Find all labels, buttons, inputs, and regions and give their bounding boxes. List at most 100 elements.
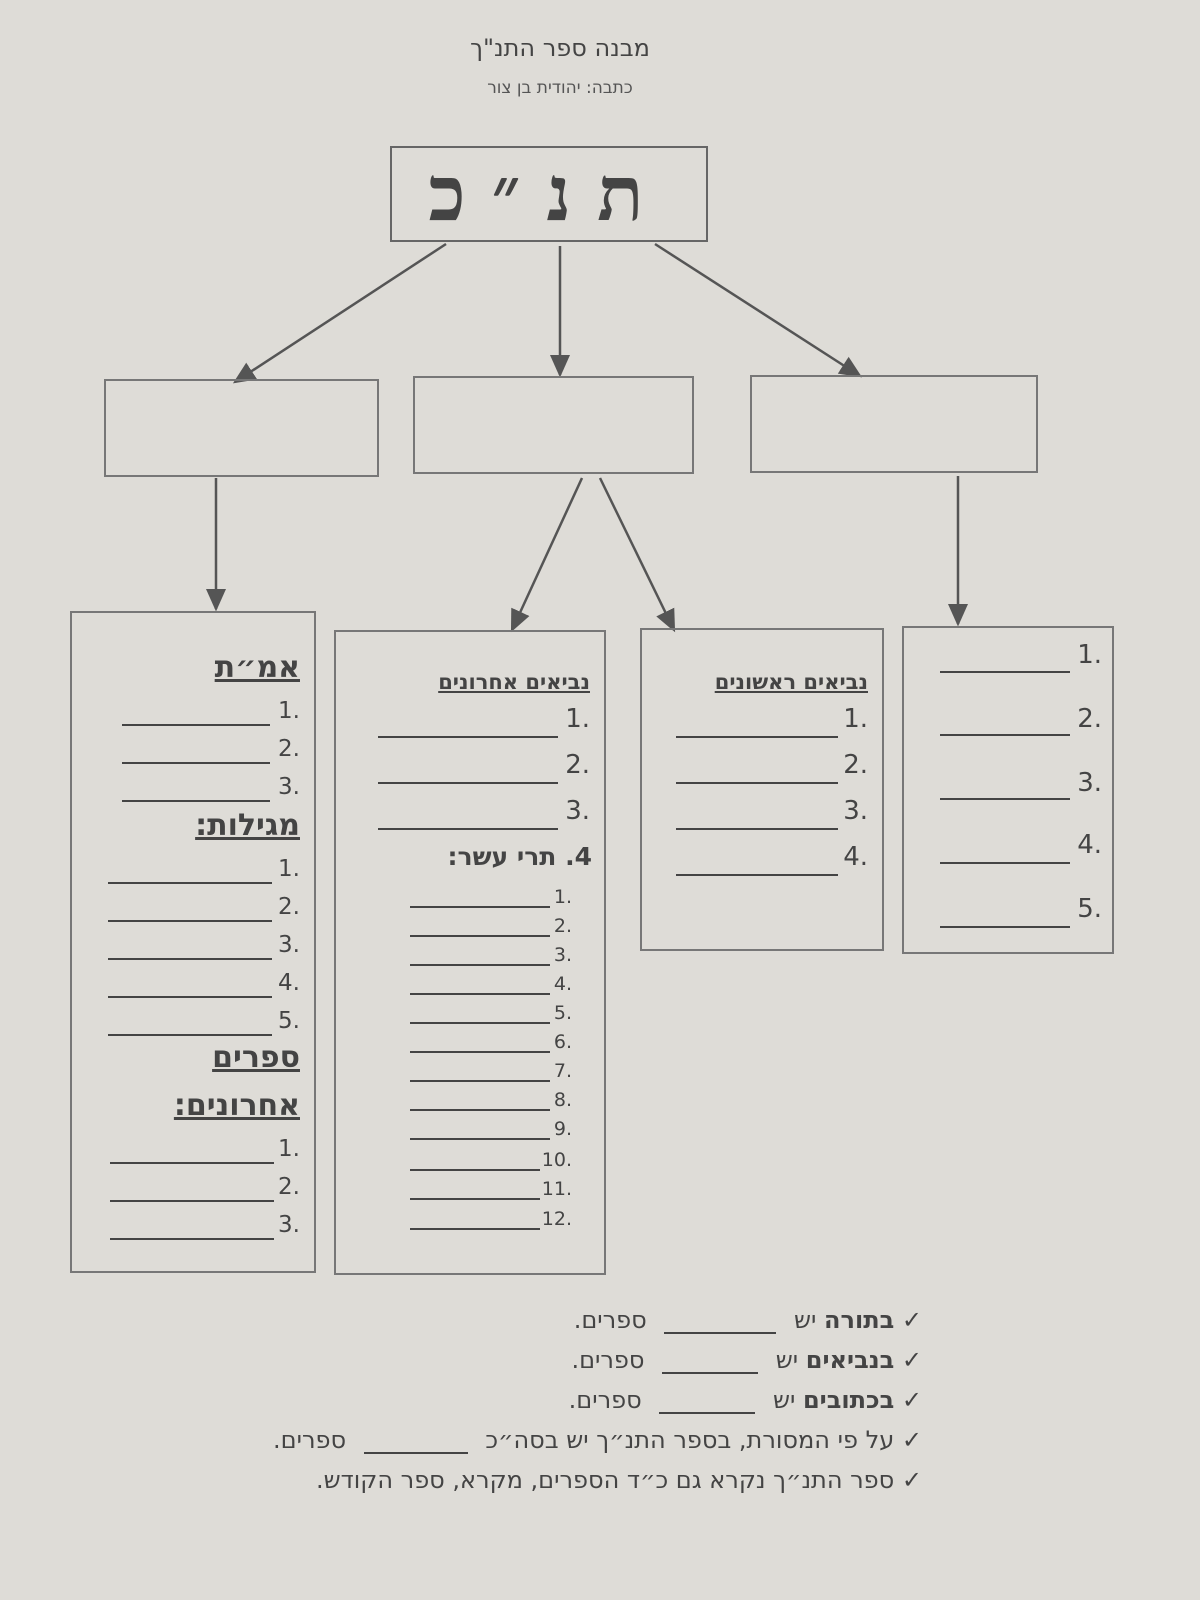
trei-asar-num-1: 1. xyxy=(553,886,572,908)
torah-num-5: 5. xyxy=(1077,894,1102,924)
trei-asar-blank-1 xyxy=(410,906,550,908)
trei-asar-blank-6 xyxy=(410,1051,550,1053)
megilot-num-1: 1. xyxy=(278,856,300,882)
category-box-neviim xyxy=(413,376,694,474)
statement-total: ✓ על פי המסורת, בספר התנ״ך יש בסה״כ ספרי… xyxy=(273,1426,922,1454)
rishonim-num-1: 1. xyxy=(843,704,868,734)
page-title: מבנה ספר התנ"ך xyxy=(470,34,650,62)
trei-asar-num-10: 10. xyxy=(541,1149,572,1171)
answer-blank xyxy=(662,1350,759,1374)
author-line: כתבה: יהודית בן צור xyxy=(487,78,633,98)
trei-asar-blank-11 xyxy=(410,1198,540,1200)
trei-asar-blank-3 xyxy=(410,964,550,966)
statement-ketuvim: ✓ בכתובים יש ספרים. xyxy=(568,1386,922,1414)
acharonim-blank-3 xyxy=(378,828,558,830)
rishonim-num-4: 4. xyxy=(843,842,868,872)
megilot-blank-3 xyxy=(108,958,272,960)
rishonim-heading: נביאים ראשונים xyxy=(714,670,868,694)
rishonim-blank-3 xyxy=(676,828,838,830)
trei-asar-num-5: 5. xyxy=(553,1002,572,1024)
emet-num-2: 2. xyxy=(278,736,300,762)
trei-asar-num-2: 2. xyxy=(553,915,572,937)
trei-asar-num-12: 12. xyxy=(541,1208,572,1230)
trei-asar-blank-12 xyxy=(410,1228,540,1230)
trei-asar-blank-10 xyxy=(410,1169,540,1171)
trei-asar-blank-5 xyxy=(410,1022,550,1024)
category-box-ketuvim xyxy=(104,379,379,477)
emet-blank-1 xyxy=(122,724,270,726)
acharonim-num-2: 2. xyxy=(565,750,590,780)
rishonim-blank-1 xyxy=(676,736,838,738)
sfarim-num-2: 2. xyxy=(278,1174,300,1200)
sfarim-num-3: 3. xyxy=(278,1212,300,1238)
torah-blank-1 xyxy=(940,671,1070,673)
torah-num-4: 4. xyxy=(1077,830,1102,860)
check-mark: ✓ xyxy=(901,1346,922,1374)
check-mark: ✓ xyxy=(901,1386,922,1414)
check-mark: ✓ xyxy=(901,1306,922,1334)
torah-blank-2 xyxy=(940,734,1070,736)
category-box-torah xyxy=(750,375,1038,473)
megilot-blank-2 xyxy=(108,920,272,922)
megilot-num-2: 2. xyxy=(278,894,300,920)
answer-blank xyxy=(664,1310,777,1334)
arrow-middle-box-to-acharonim xyxy=(510,477,584,633)
torah-num-3: 3. xyxy=(1077,768,1102,798)
torah-list-box xyxy=(902,626,1114,954)
megilot-num-4: 4. xyxy=(278,970,300,996)
acharonim-num-1: 1. xyxy=(565,704,590,734)
acharonim-blank-2 xyxy=(378,782,558,784)
emet-num-1: 1. xyxy=(278,698,300,724)
trei-asar-num-3: 3. xyxy=(553,944,572,966)
check-mark: ✓ xyxy=(901,1426,922,1454)
tanakh-root-label: תנ״כ xyxy=(428,149,670,238)
megilot-num-5: 5. xyxy=(278,1008,300,1034)
trei-asar-num-6: 6. xyxy=(553,1031,572,1053)
emet-num-3: 3. xyxy=(278,774,300,800)
sfarim-heading-line1: ספרים xyxy=(212,1040,300,1075)
ketuvim-box xyxy=(70,611,316,1273)
torah-blank-3 xyxy=(940,798,1070,800)
trei-asar-blank-9 xyxy=(410,1138,550,1140)
megilot-heading: מגילות: xyxy=(195,808,300,843)
rishonim-num-2: 2. xyxy=(843,750,868,780)
trei-asar-heading: 4. תרי עשר: xyxy=(447,842,592,871)
sfarim-heading-line2: אחרונים: xyxy=(173,1088,300,1123)
trei-asar-blank-8 xyxy=(410,1109,550,1111)
answer-blank xyxy=(363,1430,468,1454)
statement-names: ✓ ספר התנ״ך נקרא גם כ״ד הספרים, מקרא, ספ… xyxy=(316,1466,922,1494)
emet-heading: אמ״ת xyxy=(214,650,300,685)
trei-asar-blank-4 xyxy=(410,993,550,995)
megilot-num-3: 3. xyxy=(278,932,300,958)
rishonim-box xyxy=(640,628,884,951)
answer-blank xyxy=(659,1390,756,1414)
acharonim-num-3: 3. xyxy=(565,796,590,826)
torah-num-2: 2. xyxy=(1077,704,1102,734)
trei-asar-num-11: 11. xyxy=(541,1178,572,1200)
sfarim-blank-2 xyxy=(110,1200,274,1202)
trei-asar-num-8: 8. xyxy=(553,1089,572,1111)
megilot-blank-5 xyxy=(108,1034,272,1036)
trei-asar-blank-2 xyxy=(410,935,550,937)
torah-blank-4 xyxy=(940,862,1070,864)
tanakh-root-box: תנ״כ xyxy=(390,146,708,242)
sfarim-blank-1 xyxy=(110,1162,274,1164)
check-mark: ✓ xyxy=(901,1466,922,1494)
emet-blank-2 xyxy=(122,762,270,764)
emet-blank-3 xyxy=(122,800,270,802)
rishonim-num-3: 3. xyxy=(843,796,868,826)
acharonim-box xyxy=(334,630,606,1275)
trei-asar-num-7: 7. xyxy=(553,1060,572,1082)
megilot-blank-4 xyxy=(108,996,272,998)
arrow-to-right-box xyxy=(654,242,863,378)
rishonim-blank-2 xyxy=(676,782,838,784)
megilot-blank-1 xyxy=(108,882,272,884)
arrow-to-left-box xyxy=(232,242,447,384)
sfarim-num-1: 1. xyxy=(278,1136,300,1162)
arrow-middle-box-to-rishonim xyxy=(598,477,676,633)
torah-num-1: 1. xyxy=(1077,640,1102,670)
rishonim-blank-4 xyxy=(676,874,838,876)
acharonim-blank-1 xyxy=(378,736,558,738)
torah-blank-5 xyxy=(940,926,1070,928)
statement-torah: ✓ בתורה יש ספרים. xyxy=(573,1306,922,1334)
